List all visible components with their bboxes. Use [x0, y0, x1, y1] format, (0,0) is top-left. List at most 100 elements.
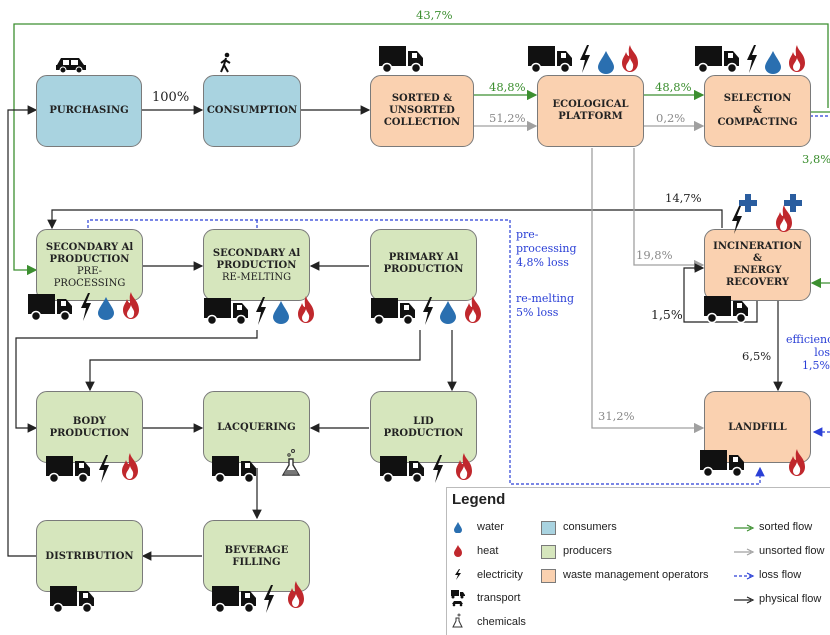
water-drop-icon	[440, 301, 456, 324]
legend-waste: waste management operators	[563, 569, 709, 581]
electricity-icon	[455, 569, 461, 580]
truck-icon	[371, 298, 415, 326]
legend-producers: producers	[563, 545, 612, 557]
truck-icon	[28, 294, 72, 322]
electricity-icon	[580, 45, 590, 73]
node-lacquering: LACQUERING	[203, 391, 310, 463]
truck-icon	[380, 456, 424, 484]
node-primary-production: PRIMARY Al PRODUCTION	[370, 229, 477, 301]
flow-label-incineration-loop: 1,5%	[651, 307, 683, 322]
flame-icon	[454, 545, 462, 557]
truck-icon	[700, 450, 744, 478]
truck-icon	[204, 298, 248, 326]
water-drop-icon	[598, 51, 614, 74]
flame-icon	[465, 296, 481, 323]
flow-label-unsorted: 51,2%	[489, 111, 526, 125]
flame-icon	[776, 205, 792, 232]
legend-heat: heat	[477, 545, 499, 557]
flame-icon	[622, 45, 638, 72]
physical-flow-arrow	[734, 596, 755, 604]
flame-icon	[456, 453, 472, 480]
flame-icon	[298, 296, 314, 323]
person-walking-icon	[220, 52, 231, 73]
node-body-production: BODY PRODUCTION	[36, 391, 143, 463]
flow-label-selection-out: 3,8%	[802, 152, 830, 166]
truck-icon	[379, 46, 423, 74]
legend-swatch-producers	[541, 545, 556, 559]
flame-icon	[122, 453, 138, 480]
truck-icon	[46, 456, 90, 484]
node-title: BEVERAGE FILLING	[224, 545, 289, 568]
legend-swatch-consumers	[541, 521, 556, 535]
node-incineration: INCINERATION & ENERGY RECOVERY	[704, 229, 811, 301]
sorted-flow-arrow	[734, 524, 755, 532]
car-icon	[56, 58, 86, 73]
transport-icon	[451, 590, 465, 607]
legend-water: water	[477, 521, 504, 533]
flow-label-purchasing-consumption: 100%	[152, 90, 190, 105]
node-consumption: CONSUMPTION	[203, 75, 301, 147]
water-drop-icon	[273, 301, 289, 324]
flow-label-loss-remelting: re-melting 5% loss	[516, 292, 575, 319]
flow-label-efficiency-loss: efficienc los 1,5%	[786, 333, 830, 372]
flow-label-incineration-landfill: 6,5%	[742, 349, 772, 363]
node-beverage-filling: BEVERAGE FILLING	[203, 520, 310, 592]
truck-icon	[528, 46, 572, 74]
node-title: SECONDARY Al PRODUCTION	[45, 242, 134, 265]
legend-consumers: consumers	[563, 521, 617, 533]
electricity-icon	[423, 297, 433, 325]
node-sorted-unsorted-collection: SORTED & UNSORTED COLLECTION	[370, 75, 474, 147]
node-title: BODY PRODUCTION	[49, 416, 130, 439]
truck-icon	[50, 586, 94, 614]
node-distribution: DISTRIBUTION	[36, 520, 143, 592]
electricity-icon	[747, 45, 757, 73]
electricity-icon	[99, 455, 109, 483]
legend-electricity: electricity	[477, 569, 523, 581]
truck-icon	[704, 296, 748, 324]
flow-label-loss-preprocessing: pre- processing 4,8% loss	[516, 228, 577, 269]
node-selection-compacting: SELECTION & COMPACTING	[704, 75, 811, 147]
node-title: SORTED & UNSORTED COLLECTION	[383, 93, 461, 128]
flow-label-eco-incineration: 19,8%	[636, 248, 673, 262]
legend: Legend water heat electricity transport …	[446, 487, 830, 635]
truck-icon	[212, 586, 256, 614]
electricity-icon	[81, 293, 91, 321]
flow-label-to-secondary: 14,7%	[665, 191, 702, 205]
truck-icon	[212, 456, 256, 484]
water-drop-icon	[765, 51, 781, 74]
node-title: LANDFILL	[728, 422, 787, 433]
flow-label-top-loop: 43,7%	[416, 8, 453, 22]
node-lid-production: LID PRODUCTION	[370, 391, 477, 463]
node-title: INCINERATION & ENERGY RECOVERY	[713, 241, 802, 288]
node-title: SELECTION & COMPACTING	[717, 93, 798, 128]
node-title: LACQUERING	[217, 422, 296, 433]
water-drop-icon	[98, 297, 114, 320]
flow-label-eco-landfill: 31,2%	[598, 409, 635, 423]
legend-title: Legend	[452, 491, 506, 508]
electricity-icon	[433, 455, 443, 483]
legend-loss: loss flow	[759, 569, 802, 581]
flow-label-sorted: 48,8%	[489, 80, 526, 94]
node-subtitle: PRE- PROCESSING	[53, 266, 126, 289]
legend-unsorted: unsorted flow	[759, 545, 825, 557]
legend-sorted: sorted flow	[759, 521, 813, 533]
truck-icon	[695, 46, 739, 74]
node-subtitle: RE-MELTING	[221, 272, 292, 283]
node-title: PRIMARY Al PRODUCTION	[383, 252, 464, 275]
node-ecological-platform: ECOLOGICAL PLATFORM	[537, 75, 644, 147]
unsorted-flow-arrow	[734, 548, 755, 556]
node-title: LID PRODUCTION	[383, 416, 464, 439]
node-title: SECONDARY Al PRODUCTION	[212, 248, 301, 271]
chemical-flask-icon	[281, 449, 301, 476]
flow-label-eco-selection-unsorted: 0,2%	[656, 111, 686, 125]
electricity-icon	[264, 585, 274, 613]
node-title: CONSUMPTION	[206, 105, 298, 116]
legend-transport: transport	[477, 592, 521, 604]
flame-icon	[789, 449, 805, 476]
legend-physical: physical flow	[759, 593, 822, 605]
electricity-icon	[256, 297, 266, 325]
legend-chemicals: chemicals	[477, 616, 526, 628]
loss-flow-arrow	[734, 572, 755, 580]
